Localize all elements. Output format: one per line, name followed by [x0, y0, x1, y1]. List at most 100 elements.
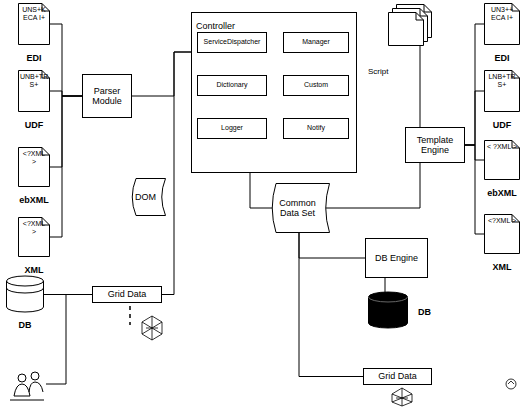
connector — [299, 233, 363, 377]
text-holder: Parser Module — [82, 74, 132, 118]
grid-icon — [142, 316, 162, 340]
box-outline — [366, 239, 428, 278]
node-label: UDF — [25, 120, 44, 130]
connector — [465, 24, 484, 145]
node-label: ebXML — [19, 195, 49, 205]
node-label: DB — [418, 307, 431, 317]
document-shape: UN3++ ECA I+EDI — [484, 3, 520, 45]
text-holder: ebXML — [487, 182, 517, 200]
node-text: LNB+TR S+ — [486, 73, 518, 89]
person-head — [18, 374, 26, 382]
connector — [50, 24, 82, 96]
node-label: ebXML — [487, 188, 517, 198]
text-holder: Template Engine — [405, 127, 465, 163]
text-holder: Script — [368, 60, 388, 78]
text-holder: UDF — [493, 114, 512, 132]
cylinder-body — [369, 292, 408, 328]
store-outline — [132, 179, 165, 216]
node-text: Common Data Set — [274, 198, 321, 219]
text-holder: Custom — [283, 75, 349, 96]
document-shape: UNB+TR S+UDF — [18, 70, 50, 112]
cylinder-body — [7, 276, 44, 312]
text-holder: Manager — [283, 32, 349, 53]
person-body — [14, 384, 30, 396]
node-outline — [388, 4, 432, 46]
cylinder-ring — [7, 288, 44, 293]
grid-icon — [392, 388, 412, 406]
box-outline — [406, 128, 465, 163]
text-holder: ebXML — [19, 189, 49, 207]
text-holder: Logger — [197, 118, 267, 139]
cylinder-rim — [7, 281, 44, 286]
document-outline — [485, 71, 520, 112]
text-holder: EDI — [494, 47, 509, 65]
database-cylinder: DB — [368, 292, 408, 328]
text-holder: UN3++ ECA I+ — [484, 3, 520, 45]
process-box: Parser Module — [82, 74, 132, 118]
text-holder: LNB+TR S+ — [484, 70, 520, 112]
dash-marks — [129, 306, 131, 325]
grid-icon-frame — [142, 316, 162, 340]
document-fold — [512, 4, 520, 12]
node-text: Template Engine — [408, 135, 462, 156]
text-holder: Notify — [283, 118, 349, 139]
page-fold — [420, 9, 428, 17]
document-shape: < ?XML >ebXML — [484, 140, 520, 180]
box-outline — [284, 76, 349, 96]
node-text: UN3++ ECA I+ — [486, 6, 518, 22]
text-holder: XML — [493, 256, 512, 274]
node-text: < ?XML > — [487, 143, 517, 151]
document-outline — [485, 141, 520, 180]
node-text: UNB+TR S+ — [20, 73, 48, 89]
node-label: UDF — [493, 120, 512, 130]
node-text: DB Engine — [375, 253, 418, 263]
text-holder: UDF — [25, 114, 44, 132]
text-holder: Dictionary — [197, 75, 267, 96]
document-outline — [19, 4, 50, 45]
text-holder: <?XML > — [484, 214, 520, 254]
text-holder: UNS+K ECA I+ — [18, 3, 50, 45]
node-text: <?XML > — [20, 220, 48, 236]
node-text: Logger — [221, 124, 243, 132]
page-outline — [389, 13, 424, 46]
process-box: Template Engine — [405, 127, 465, 163]
document-outline — [19, 71, 50, 112]
node-label: DB — [19, 320, 32, 330]
connector — [420, 46, 421, 127]
connector — [50, 91, 82, 96]
text-holder: DOM — [128, 178, 166, 216]
document-shape: LNB+TR S+UDF — [484, 70, 520, 112]
connector — [50, 96, 82, 167]
node-text: Dictionary — [216, 81, 247, 89]
people-icon — [10, 372, 44, 400]
connector — [299, 233, 365, 258]
document-shape: <?XML >XML — [18, 217, 50, 257]
text-holder: Controller — [196, 15, 235, 33]
process-box: Grid Data — [92, 286, 162, 303]
document-outline — [485, 4, 520, 45]
node-label: EDI — [494, 53, 509, 63]
text-holder: Common Data Set — [268, 183, 330, 233]
node-text: Parser Module — [85, 86, 129, 107]
controller-box: ServiceDispatcherManagerDictionaryCustom… — [191, 12, 357, 173]
node-text: DOM — [135, 192, 156, 202]
box-outline — [364, 369, 432, 385]
grid-icon-mesh — [392, 388, 412, 406]
person-body — [29, 382, 43, 392]
node-label: XML — [25, 265, 44, 275]
node-text: Custom — [304, 81, 328, 89]
text-holder: UNB+TR S+ — [18, 70, 50, 112]
text-holder: Grid Data — [363, 368, 432, 385]
module-box: Notify — [283, 118, 349, 139]
node-text: <?XML > — [20, 150, 48, 166]
data-store: Common Data Set — [268, 183, 330, 233]
box-outline — [284, 33, 349, 53]
document-shape: <?XML >ebXML — [18, 147, 50, 187]
database-cylinder: DB — [6, 276, 44, 312]
node-label: XML — [493, 262, 512, 272]
grid-icon-mesh — [142, 316, 162, 340]
node-outline — [368, 292, 408, 328]
text-holder: DB — [19, 314, 32, 332]
node-label: EDI — [26, 53, 41, 63]
text-holder: < ?XML > — [484, 140, 520, 180]
